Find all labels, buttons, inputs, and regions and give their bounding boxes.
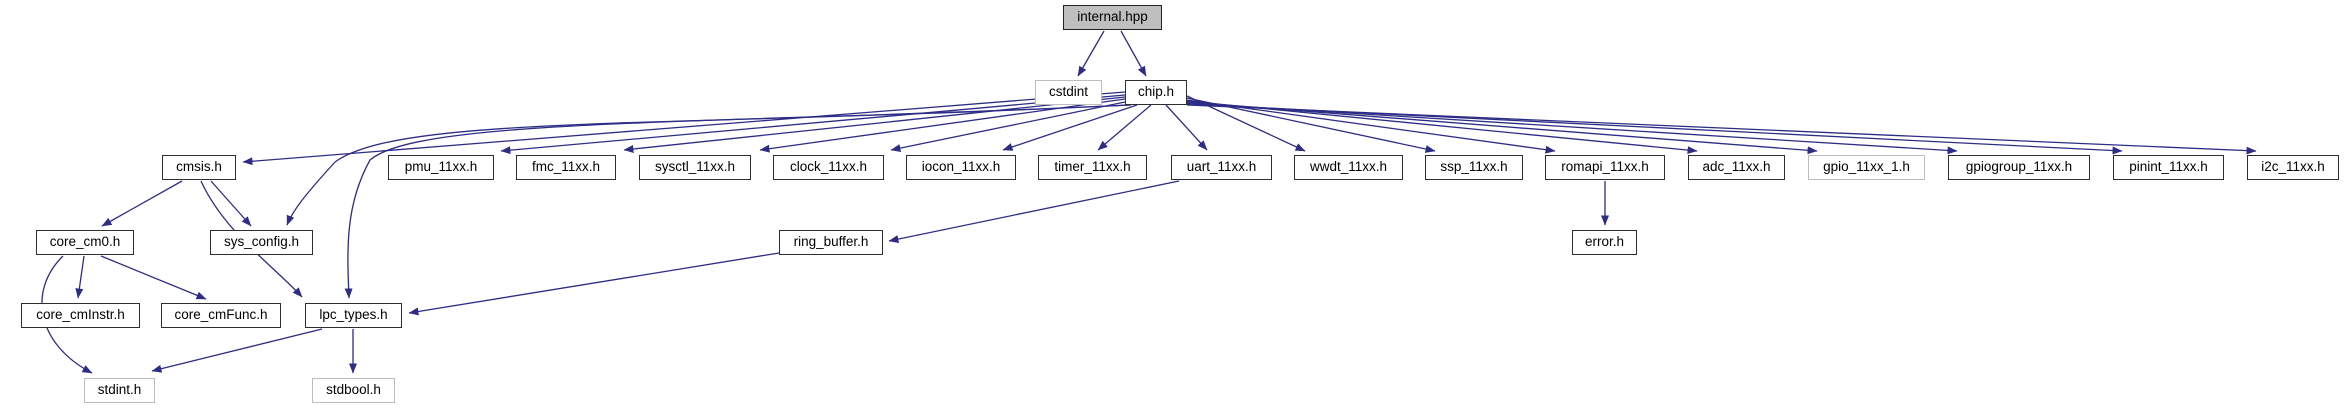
edge-chip_h-to-pmu_11xx_h [500, 94, 1126, 155]
edge-chip_h-to-lpc_types_h [344, 104, 1132, 299]
node-error-h[interactable]: error.h [1572, 230, 1637, 255]
node-cmsis-h[interactable]: cmsis.h [162, 155, 236, 180]
node-sysctl-11xx-h[interactable]: sysctl_11xx.h [639, 155, 751, 180]
edge-ring_buffer_h-to-lpc_types_h [408, 252, 780, 316]
edge-cmsis_h-to-sys_config_h [210, 180, 252, 227]
edge-chip_h-to-cmsis_h [242, 91, 1126, 166]
edge-chip_h-to-adc_11xx_h [1186, 100, 1698, 155]
node-gpio-11xx-1-h: gpio_11xx_1.h [1808, 155, 1925, 180]
node-stdint-h: stdint.h [84, 378, 155, 403]
node-core-cm0-h[interactable]: core_cm0.h [36, 230, 134, 255]
edge-lpc_types_h-to-stdint_h [151, 328, 323, 373]
edge-core_cm0_h-to-core_cmInstr_h [75, 255, 85, 299]
edge-chip_h-to-fmc_11xx_h [623, 96, 1126, 153]
node-core-cmFunc-h[interactable]: core_cmFunc.h [161, 303, 281, 328]
node-ring-buffer-h[interactable]: ring_buffer.h [779, 230, 883, 255]
node-lpc-types-h[interactable]: lpc_types.h [305, 303, 402, 328]
node-ssp-11xx-h[interactable]: ssp_11xx.h [1425, 155, 1523, 180]
edge-chip_h-to-uart_11xx_h [1165, 104, 1208, 151]
node-i2c-11xx-h[interactable]: i2c_11xx.h [2247, 155, 2339, 180]
edge-core_cm0_h-to-core_cmFunc_h [100, 255, 207, 300]
edge-internal_hpp-to-chip_h [1120, 30, 1147, 77]
node-cstdint: cstdint [1035, 80, 1102, 105]
node-pmu-11xx-h[interactable]: pmu_11xx.h [388, 155, 494, 180]
node-internal-hpp: internal.hpp [1063, 5, 1162, 30]
node-stdbool-h: stdbool.h [312, 378, 395, 403]
edge-chip_h-to-iocon_11xx_h [1002, 104, 1138, 151]
node-gpiogroup-11xx-h[interactable]: gpiogroup_11xx.h [1948, 155, 2090, 180]
edge-chip_h-to-clock_11xx_h [890, 101, 1126, 153]
node-uart-11xx-h[interactable]: uart_11xx.h [1171, 155, 1272, 180]
node-iocon-11xx-h[interactable]: iocon_11xx.h [906, 155, 1016, 180]
node-romapi-11xx-h[interactable]: romapi_11xx.h [1545, 155, 1665, 180]
node-clock-11xx-h[interactable]: clock_11xx.h [773, 155, 884, 180]
edge-chip_h-to-romapi_11xx_h [1186, 99, 1556, 154]
node-chip-h[interactable]: chip.h [1125, 80, 1187, 105]
node-pinint-11xx-h[interactable]: pinint_11xx.h [2113, 155, 2224, 180]
edge-uart_11xx_h-to-ring_buffer_h [888, 180, 1180, 243]
node-adc-11xx-h[interactable]: adc_11xx.h [1688, 155, 1785, 180]
node-fmc-11xx-h[interactable]: fmc_11xx.h [516, 155, 616, 180]
node-timer-11xx-h[interactable]: timer_11xx.h [1038, 155, 1147, 180]
node-core-cmInstr-h[interactable]: core_cmInstr.h [21, 303, 140, 328]
edge-internal_hpp-to-cstdint [1077, 30, 1105, 77]
edge-chip_h-to-timer_11xx_h [1097, 104, 1152, 151]
node-wwdt-11xx-h[interactable]: wwdt_11xx.h [1294, 155, 1403, 180]
edge-chip_h-to-i2c_11xx_h [1186, 104, 2257, 155]
node-sys-config-h[interactable]: sys_config.h [210, 230, 313, 255]
edge-cmsis_h-to-core_cm0_h [101, 180, 183, 227]
